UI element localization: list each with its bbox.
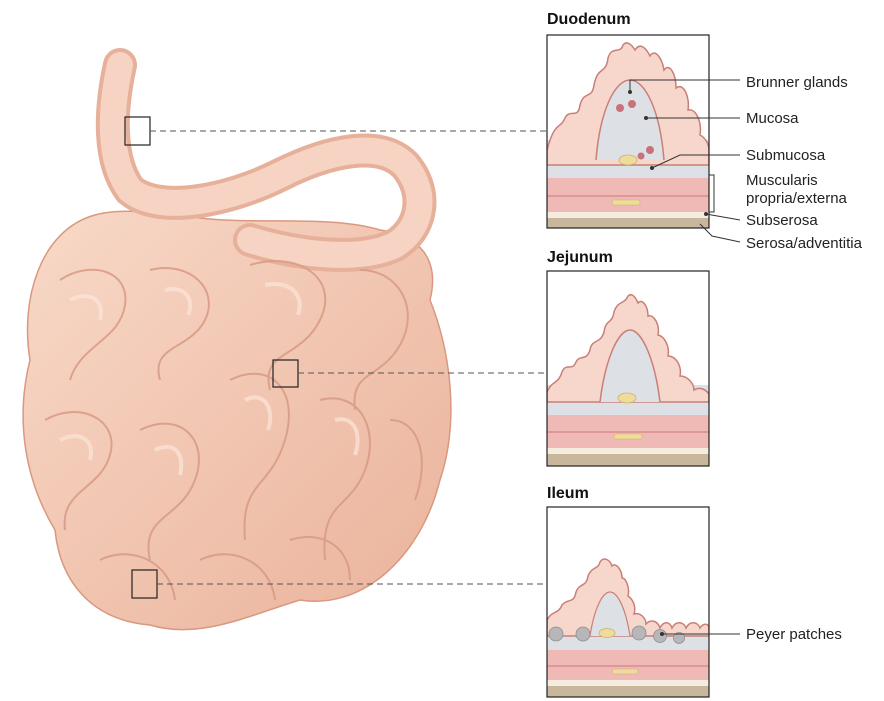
brunner-gland [646, 146, 654, 154]
jejunum-cross-section [540, 271, 720, 468]
duodenum-muscularis [540, 176, 720, 212]
label-peyer-patches: Peyer patches [746, 626, 842, 643]
label-muscularis: Muscularis [746, 172, 818, 189]
label-submucosa: Submucosa [746, 147, 826, 164]
label-muscularis-2: propria/externa [746, 190, 848, 207]
submucosal-fat [619, 155, 637, 165]
label-mucosa: Mucosa [746, 110, 799, 127]
duodenum-cross-section [540, 35, 720, 230]
small-intestine-illustration [23, 65, 451, 630]
subserosa-leader [706, 214, 740, 220]
brunner-gland [616, 104, 624, 112]
brunner-gland [638, 153, 645, 160]
label-brunner-glands: Brunner glands [746, 74, 848, 91]
peyer-patch [576, 627, 590, 641]
jejunum-title: Jejunum [547, 249, 613, 266]
peyer-patch [632, 626, 646, 640]
duodenum-title: Duodenum [547, 11, 631, 28]
peyer-patch [654, 630, 667, 643]
peyer-patch [549, 627, 563, 641]
ileum-title: Ileum [547, 485, 589, 502]
label-serosa: Serosa/adventitia [746, 235, 863, 252]
label-subserosa: Subserosa [746, 212, 818, 229]
ileum-cross-section [540, 507, 720, 700]
muscularis-bracket [709, 175, 714, 212]
intestine-mass [23, 211, 451, 629]
brunner-gland [628, 100, 636, 108]
